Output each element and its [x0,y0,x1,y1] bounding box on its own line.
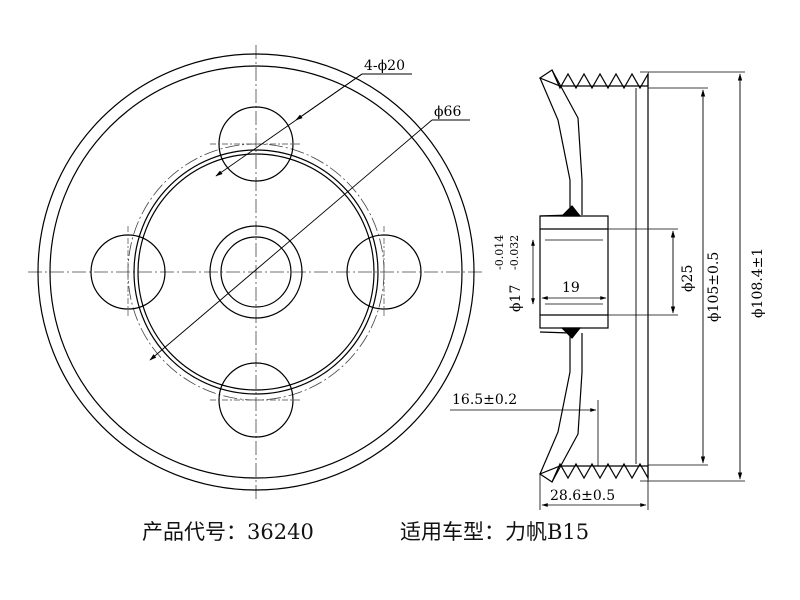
dim-offset: 16.5±0.2 [452,392,517,408]
application: 适用车型：力帆B15 [400,520,590,544]
product-code: 产品代号：36240 [142,520,314,544]
section-view [450,69,745,510]
dim-bore: ϕ17 [508,285,524,312]
dim-d108: ϕ108.4±1 [750,248,766,318]
outer-rim [37,53,475,491]
web-top [539,69,583,217]
pcd-callout: ϕ66 [434,104,461,120]
dim-width: 19 [562,280,580,296]
web-circle-inner [137,153,375,391]
dim-d25: ϕ25 [680,265,696,292]
hub-outer [209,225,303,319]
dim-bore-tol-lower: -0.032 [508,235,521,270]
front-center-lines [28,45,485,500]
web-circle-outer [133,149,379,395]
hole-callout: 4-ϕ20 [364,58,405,74]
hub-section [539,215,609,329]
dim-total-width: 28.6±0.5 [550,488,615,504]
hub-bore [220,236,292,308]
groove-rim [49,65,463,479]
front-view [28,45,485,500]
dim-bore-tol-upper: -0.014 [493,235,506,270]
dim-d105: ϕ105±0.5 [706,252,722,322]
web-bottom [539,331,583,483]
